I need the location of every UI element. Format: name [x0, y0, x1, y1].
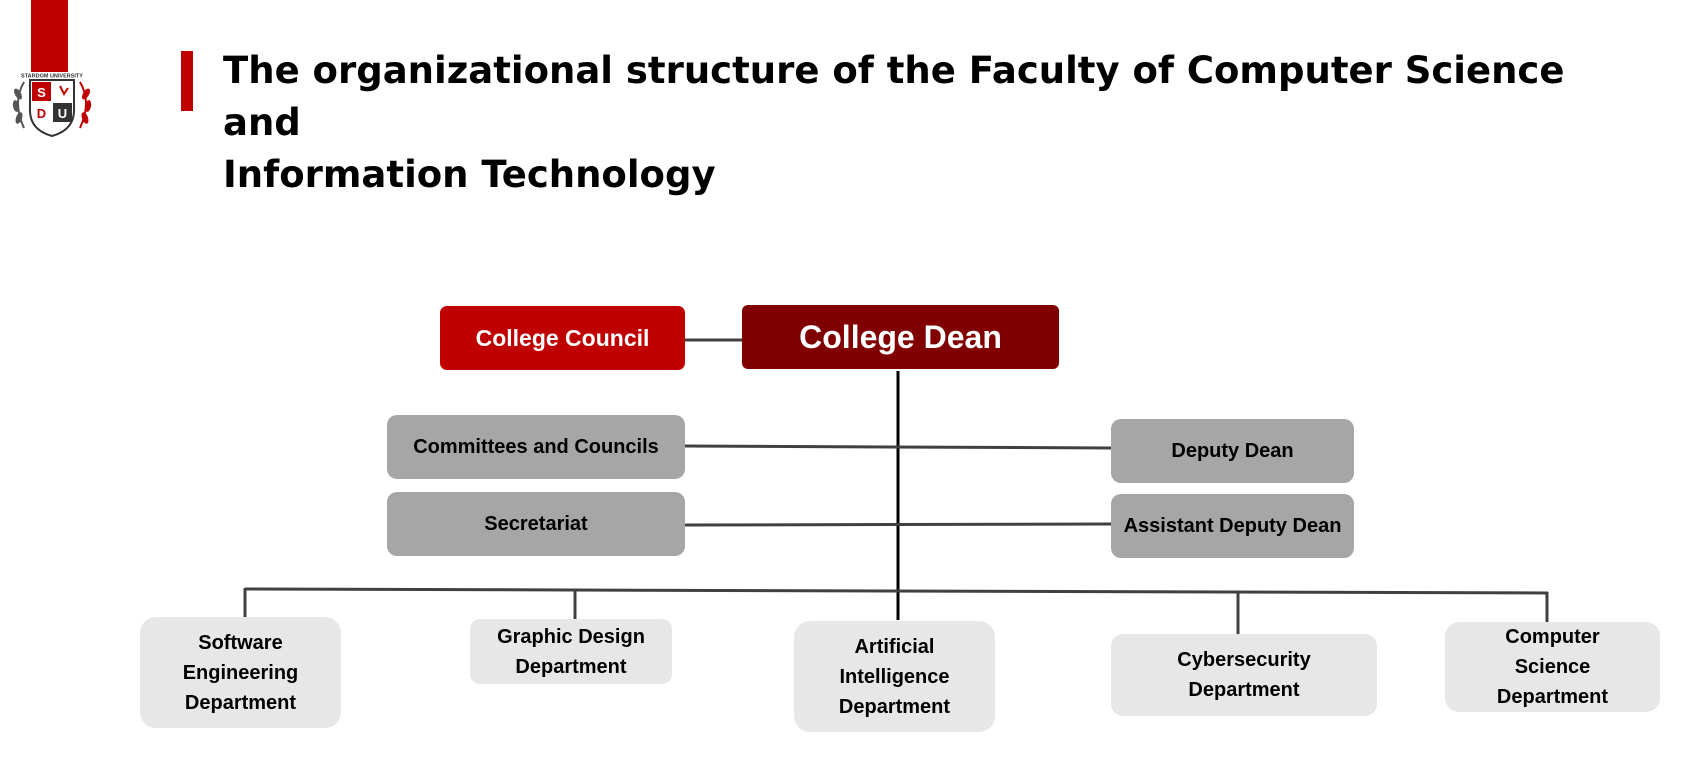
- logo-wordmark: STARDOM UNIVERSITY: [21, 74, 83, 80]
- deputy-dean-box: Deputy Dean: [1111, 419, 1354, 483]
- title-line-2: Information Technology: [223, 153, 716, 196]
- page-title: The organizational structure of the Facu…: [223, 45, 1623, 201]
- committees-deputy-connector: [684, 444, 1112, 450]
- logo-letter-u: U: [58, 106, 67, 121]
- dept-line: Engineering: [182, 661, 299, 684]
- dept-line: Computer: [1505, 626, 1600, 648]
- top-red-bar: [31, 0, 68, 78]
- dept-graphic-design: Graphic Design Department: [470, 619, 672, 684]
- committees-councils-label: Committees and Councils: [413, 435, 659, 458]
- dept-artificial-intelligence: Artificial Intelligence Department: [794, 621, 995, 732]
- committees-councils-box: Committees and Councils: [387, 415, 685, 479]
- dept-line: Graphic Design: [497, 625, 645, 648]
- logo-letter-s: S: [37, 85, 46, 100]
- dept-line: Department: [184, 691, 297, 714]
- dept-cybersecurity: Cybersecurity Department: [1111, 634, 1377, 716]
- college-dean-label: College Dean: [799, 318, 1002, 355]
- secretariat-label: Secretariat: [484, 512, 588, 535]
- dept-line: Science: [1514, 656, 1591, 678]
- university-logo: S D U STARDOM UNIVERSITY: [12, 72, 92, 138]
- college-council-label: College Council: [475, 324, 650, 351]
- secretariat-box: Secretariat: [387, 492, 685, 556]
- dept-line: Department: [1188, 679, 1300, 701]
- dept-line: Artificial: [854, 635, 935, 658]
- dept-computer-science: Computer Science Department: [1445, 622, 1660, 712]
- assistant-deputy-dean-label: Assistant Deputy Dean: [1123, 514, 1342, 537]
- dept-line: Department: [1496, 686, 1609, 708]
- title-line-1: The organizational structure of the Facu…: [223, 49, 1565, 144]
- departments-bus-connector: [244, 587, 1549, 595]
- dept-line: Cybersecurity: [1177, 649, 1311, 671]
- assistant-deputy-dean-box: Assistant Deputy Dean: [1111, 494, 1354, 558]
- dept-line: Intelligence: [839, 665, 950, 688]
- secretariat-assistant-connector: [684, 522, 1112, 527]
- dept-line: Department: [515, 655, 627, 678]
- deputy-dean-label: Deputy Dean: [1171, 439, 1294, 462]
- dept-software-engineering: Software Engineering Department: [140, 617, 341, 728]
- college-dean-box: College Dean: [742, 305, 1059, 369]
- dept-line: Software: [198, 631, 283, 654]
- logo-letter-d: D: [37, 106, 46, 121]
- title-accent-bar: [181, 51, 193, 111]
- college-council-box: College Council: [440, 306, 685, 370]
- dept-line: Department: [838, 695, 951, 718]
